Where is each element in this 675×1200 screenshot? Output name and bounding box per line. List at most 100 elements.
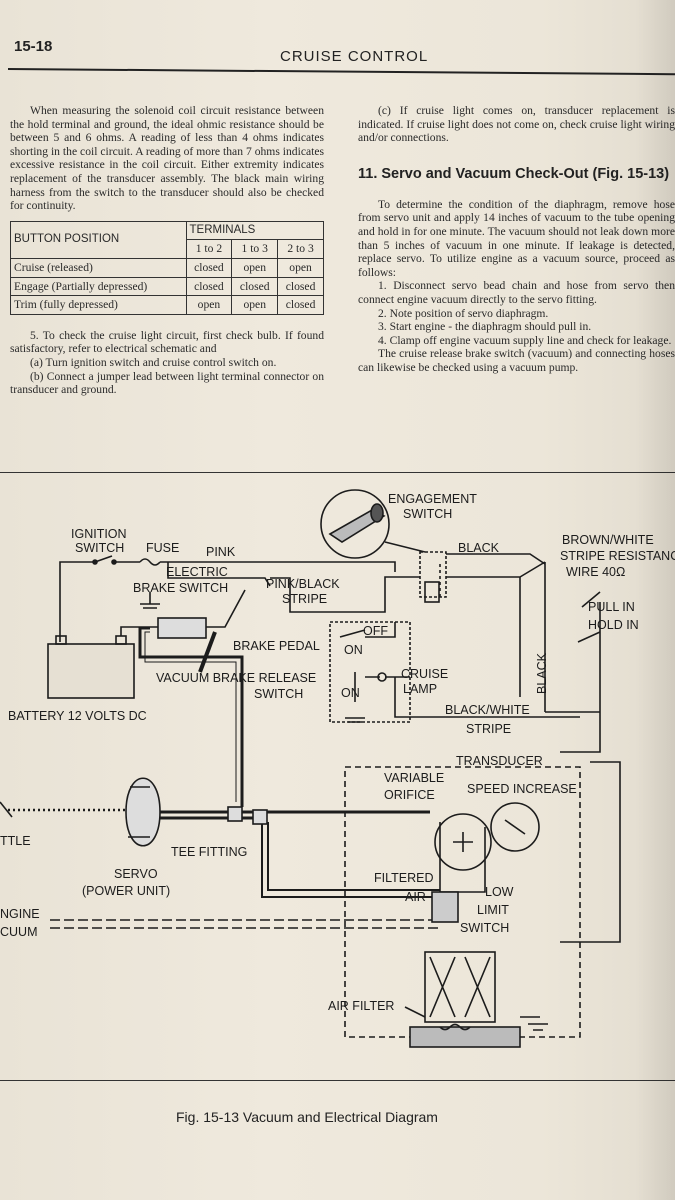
- battery-label: BATTERY 12 VOLTS DC: [8, 709, 147, 723]
- spring: [439, 1023, 471, 1031]
- row-value: open: [185, 295, 233, 315]
- brake-switch-label: BRAKE SWITCH: [133, 581, 228, 595]
- transducer-ground: [520, 1016, 548, 1031]
- engine-vacuum-line: [50, 919, 440, 929]
- throttle-lever: [0, 801, 13, 818]
- pink-black-label: PINK/BLACK: [266, 577, 340, 591]
- brake-switch-feed: [167, 562, 250, 579]
- solenoid-base: [409, 1026, 521, 1048]
- row-value: closed: [231, 276, 279, 297]
- low-limit-label: LOW: [485, 885, 514, 899]
- transducer-outline: [344, 766, 581, 1038]
- battery-body: [47, 643, 135, 699]
- black-wire-label: BLACK: [458, 541, 500, 555]
- pink-black-wire: [250, 576, 420, 613]
- table-row: Trim (fully depressed) open open closed: [10, 295, 324, 315]
- ignition-switch-label: IGNITION: [71, 527, 127, 541]
- pull-in-label: PULL IN: [588, 600, 635, 614]
- row-value: closed: [277, 276, 324, 297]
- tee-fitting-left: [227, 806, 243, 822]
- black-white-label: BLACK/WHITE: [445, 703, 530, 717]
- engagement-switch-lever: [328, 509, 386, 543]
- row-position: Trim (fully depressed): [10, 295, 187, 315]
- row-value: open: [277, 257, 324, 278]
- variable-orifice-label: ORIFICE: [384, 788, 435, 802]
- terminal-col-3: 2 to 3: [277, 239, 324, 259]
- terminals-table: BUTTON POSITION TERMINALS 1 to 2 1 to 3 …: [10, 220, 325, 315]
- servo-label: SERVO: [114, 867, 158, 881]
- diagram-bottom-rule: [0, 1080, 675, 1081]
- row-value: closed: [277, 295, 324, 315]
- brake-switch-label: ELECTRIC: [166, 565, 228, 579]
- tee-fitting: [252, 809, 268, 825]
- black-white-label: STRIPE: [466, 722, 511, 736]
- page-number: 15-18: [14, 38, 53, 55]
- dial-needle: [504, 819, 526, 835]
- battery-post: [115, 635, 127, 645]
- diagram-top-rule: [0, 472, 675, 473]
- servo-step-3: 3. Start engine - the diaphragm should p…: [378, 320, 592, 334]
- resistance-wire-label: WIRE 40Ω: [566, 565, 625, 579]
- cruise-light-step-a: (a) Turn ignition switch and cruise cont…: [30, 355, 277, 369]
- header-rule: [7, 68, 675, 76]
- ignition-switch-label: SWITCH: [75, 541, 124, 555]
- filtered-air-label: FILTERED: [374, 871, 434, 885]
- hold-in-label: HOLD IN: [588, 618, 639, 632]
- servo-step-1: 1. Disconnect servo bead chain and hose …: [358, 279, 675, 306]
- vacuum-hose-release: [138, 626, 244, 807]
- black-wires: [446, 553, 546, 578]
- lamp-ground: [345, 672, 365, 723]
- low-limit-label: LIMIT: [477, 903, 509, 917]
- transducer-housing: [439, 822, 486, 893]
- terminals-header: TERMINALS: [185, 220, 325, 241]
- vacuum-release-switch: [157, 617, 207, 639]
- low-limit-label: SWITCH: [460, 921, 509, 935]
- figure-caption: Fig. 15-13 Vacuum and Electrical Diagram: [176, 1109, 438, 1125]
- tee-fitting-label: TEE FITTING: [171, 845, 247, 859]
- engine-vacuum-label: NGINE: [0, 907, 40, 921]
- servo-diaphragm: [125, 777, 161, 847]
- on-label: ON: [344, 643, 363, 657]
- row-value: closed: [185, 276, 233, 297]
- brake-pedal-label: BRAKE PEDAL: [233, 639, 320, 653]
- cruise-light-step-c: (c) If cruise light comes on, transducer…: [358, 104, 675, 145]
- ignition-switch-blade: [94, 555, 113, 563]
- engine-vacuum-label: CUUM: [0, 925, 38, 939]
- tee-to-transducer-hose: [261, 818, 440, 898]
- brake-pedal: [198, 631, 217, 673]
- black-vertical-label: BLACK: [535, 652, 549, 694]
- row-value: closed: [185, 257, 233, 278]
- engagement-button: [370, 503, 384, 523]
- variable-orifice-label: VARIABLE: [384, 771, 444, 785]
- air-filter-leader: [404, 1006, 426, 1018]
- row-position: Engage (Partially depressed): [10, 276, 187, 297]
- running-head: CRUISE CONTROL: [280, 48, 429, 65]
- ground-symbol: [140, 592, 160, 609]
- solenoid-housing: [424, 951, 496, 1023]
- vacuum-release-label: SWITCH: [254, 687, 303, 701]
- on-off-switch: [339, 622, 396, 638]
- resistance-paragraph: When measuring the solenoid coil circuit…: [10, 104, 324, 213]
- left-column: When measuring the solenoid coil circuit…: [10, 104, 325, 397]
- cruise-light-step-b: (b) Connect a jumper lead between light …: [10, 369, 324, 397]
- resistance-wire-label: BROWN/WHITE: [562, 533, 654, 547]
- section-heading: 11. Servo and Vacuum Check-Out (Fig. 15-…: [358, 165, 670, 182]
- black-white-wire: [394, 677, 580, 718]
- vacuum-electrical-diagram: ENGAGEMENT SWITCH IGNITION SWITCH FUSE P…: [0, 489, 675, 1048]
- battery-post: [55, 635, 67, 645]
- diaphragm-paragraph: To determine the condition of the diaphr…: [358, 197, 675, 279]
- battery-feed-wire: [59, 561, 95, 642]
- engagement-switch-box: [419, 551, 447, 598]
- cruise-lamp-label: CRUISE: [401, 667, 448, 681]
- pull-hold-leaders: [519, 577, 601, 697]
- transducer-label: TRANSDUCER: [456, 754, 543, 768]
- terminal-col-1: 1 to 2: [185, 239, 233, 259]
- servo-ribs: [128, 786, 150, 838]
- engagement-switch-label: ENGAGEMENT: [388, 492, 477, 506]
- brake-pedal-arm: [206, 589, 246, 628]
- throttle-label: TTLE: [0, 834, 31, 848]
- table-row: Engage (Partially depressed) closed clos…: [10, 276, 324, 297]
- dial-crosshair: [453, 832, 473, 852]
- terminal-col-2: 1 to 3: [231, 239, 279, 259]
